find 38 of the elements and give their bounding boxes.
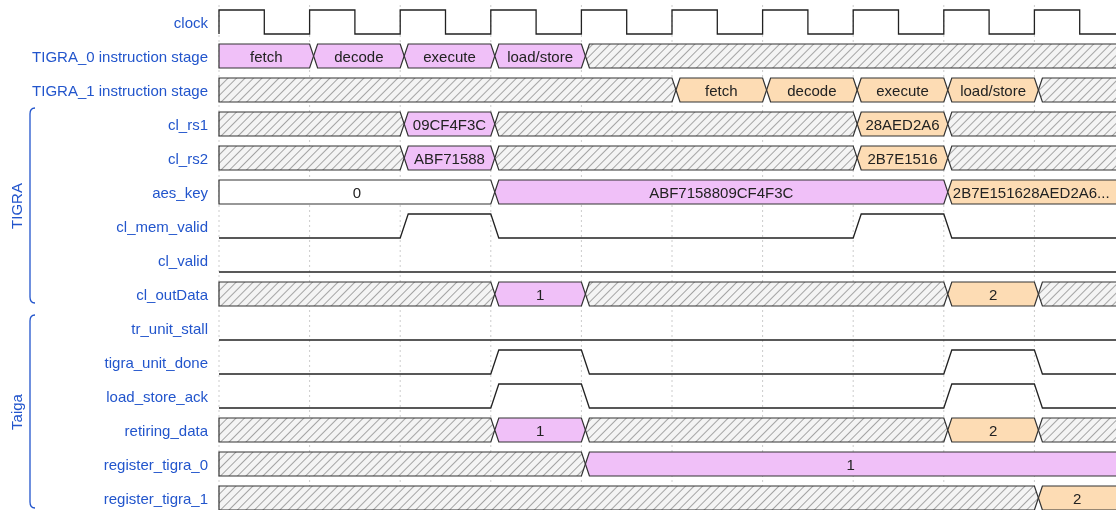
signal-name: tigra_unit_done: [104, 353, 208, 371]
signal-name: clock: [173, 13, 208, 31]
bus-value: 1: [535, 421, 545, 439]
signal-name: tr_unit_stall: [131, 319, 208, 337]
signal-name: register_tigra_0: [103, 455, 208, 473]
signal-name: cl_rs1: [168, 115, 208, 133]
signal-name: TIGRA_1 instruction stage: [32, 81, 208, 99]
bus-value: execute: [876, 81, 929, 99]
group-label: Taiga: [7, 393, 25, 430]
bus-value: 1: [846, 455, 855, 473]
signal-name: retiring_data: [124, 421, 208, 439]
bus-value: decode: [334, 47, 384, 65]
signal-name: register_tigra_1: [103, 489, 208, 507]
signal-name: cl_rs2: [168, 149, 208, 167]
group-label: TIGRA: [7, 182, 25, 229]
signal-name: cl_outData: [136, 285, 208, 303]
bus-value: 09CF4F3C: [412, 115, 487, 133]
signal-name: cl_mem_valid: [116, 217, 208, 235]
signal-name: load_store_ack: [106, 387, 208, 405]
bus-value: 2B7E151628AED2A6...: [952, 183, 1110, 201]
bus-value: load/store: [507, 47, 574, 65]
signal-name: TIGRA_0 instruction stage: [32, 47, 208, 65]
bus-value: 2: [988, 285, 998, 303]
bus-value: load/store: [960, 81, 1027, 99]
bus-value: fetch: [250, 47, 283, 65]
bus-value: 2: [988, 421, 998, 439]
bus-value: 2: [1073, 489, 1082, 507]
bus-value: ABF7158809CF4F3C: [649, 183, 794, 201]
bus-value: 1: [535, 285, 545, 303]
signal-name: aes_key: [152, 183, 208, 201]
bus-value: fetch: [705, 81, 738, 99]
signal-name: cl_valid: [157, 251, 208, 269]
bus-value: 0: [352, 183, 362, 201]
bus-value: execute: [423, 47, 476, 65]
bus-value: decode: [787, 81, 837, 99]
bus-value: 28AED2A6: [865, 115, 940, 133]
bus-value: ABF71588: [414, 149, 485, 167]
bus-value: 2B7E1516: [867, 149, 938, 167]
